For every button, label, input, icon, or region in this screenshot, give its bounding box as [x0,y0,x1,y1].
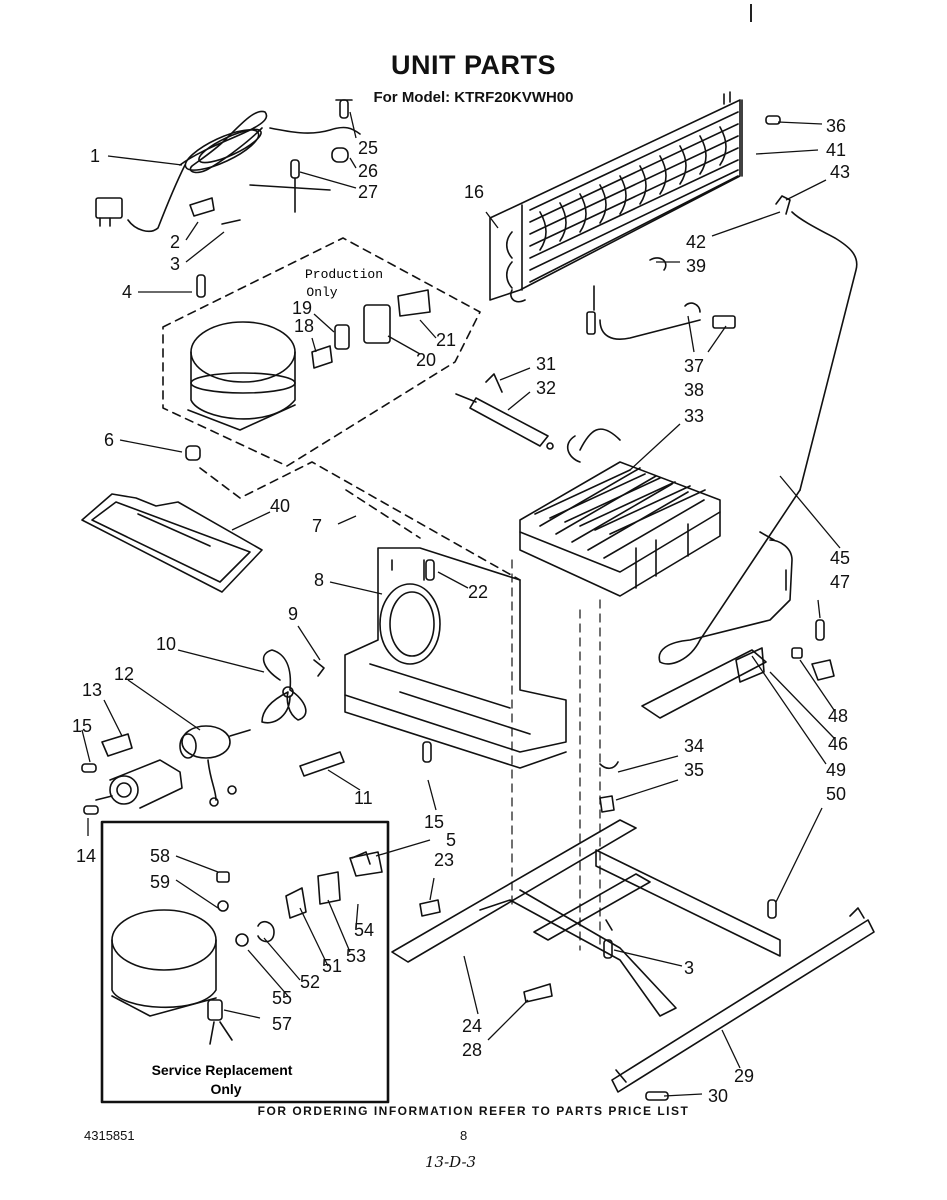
dashed-guide-1 [199,461,521,581]
service-replacement-label-2: Only [210,1081,241,1097]
fan-shroud-drawing [344,547,567,769]
production-only-label-1: Production [305,267,383,282]
part-label-2: 2 [170,232,180,252]
part-label-19: 19 [292,298,312,318]
part-label-9: 9 [288,604,298,624]
service-compressor-drawing [111,851,371,1045]
capillary-tube-drawing [658,489,801,665]
part-label-10: 10 [156,634,176,654]
part-label-27: 27 [358,182,378,202]
part-label-54: 54 [354,920,374,940]
part-label-30: 30 [708,1086,728,1106]
part-label-57: 57 [272,1014,292,1034]
base-frame-drawing [349,761,875,1101]
part-label-36: 36 [826,116,846,136]
condenser-coil-drawing [489,91,858,491]
part-label-49: 49 [826,760,846,780]
part-label-12: 12 [114,664,134,684]
part-label-7: 7 [312,516,322,536]
compressor-drawing [185,274,296,461]
model-subtitle: For Model: KTRF20KVWH00 [373,89,574,106]
part-label-50: 50 [826,784,846,804]
part-number-labels: 1 2 3 4 5 6 7 8 9 10 11 12 13 14 15 15 1… [72,116,850,1106]
part-label-47: 47 [830,572,850,592]
part-label-40: 40 [270,496,290,516]
leader-lines [81,111,841,1097]
part-label-34: 34 [684,736,704,756]
part-label-31: 31 [536,354,556,374]
part-label-39: 39 [686,256,706,276]
part-label-11: 11 [354,788,373,808]
fan-blade-drawing [261,649,307,724]
part-label-8: 8 [314,570,324,590]
part-label-52: 52 [300,972,320,992]
service-replacement-box [100,820,390,1104]
part-label-32: 32 [536,378,556,398]
defrost-parts-drawing [641,619,835,719]
drain-pan-drawing [81,493,263,593]
part-label-37: 37 [684,356,704,376]
part-label-16: 16 [464,182,484,202]
part-label-55: 55 [272,988,292,1008]
part-label-15a: 15 [72,716,92,736]
part-label-33: 33 [684,406,704,426]
part-label-20: 20 [416,350,436,370]
service-replacement-label-1: Service Replacement [152,1062,293,1078]
part-label-28: 28 [462,1040,482,1060]
evaporator-drawing [519,428,721,597]
part-label-26: 26 [358,161,378,181]
part-label-1: 1 [90,146,100,166]
ordering-note: FOR ORDERING INFORMATION REFER TO PARTS … [257,1104,690,1118]
dashed-guides-vertical [511,559,601,951]
relay-overload-drawing [311,289,431,369]
part-label-51: 51 [322,956,342,976]
fan-motor-drawing [179,725,251,807]
power-cord-drawing [95,110,361,232]
part-9-clip [313,659,325,677]
part-label-46: 46 [828,734,848,754]
part-label-48: 48 [828,706,848,726]
part-15-screw [422,741,432,763]
part-label-35: 35 [684,760,704,780]
part-label-42: 42 [686,232,706,252]
part-label-6: 6 [104,430,114,450]
part-label-4: 4 [122,282,132,302]
dashed-guide-2 [345,489,421,539]
part-label-58: 58 [150,846,170,866]
part-label-38: 38 [684,380,704,400]
drier-drawing [455,373,554,450]
part-label-24: 24 [462,1016,482,1036]
part-label-13: 13 [82,680,102,700]
part-label-25: 25 [358,138,378,158]
top-margin-mark [750,4,752,22]
part-label-43: 43 [830,162,850,182]
part-label-15b: 15 [424,812,444,832]
document-number: 4315851 [84,1128,135,1143]
part-label-41: 41 [826,140,846,160]
page-title: UNIT PARTS [391,50,556,80]
capillary-end [759,531,775,541]
part-label-23: 23 [434,850,454,870]
part-label-18: 18 [294,316,314,336]
motor-bracket-drawing [81,733,183,815]
page-number: 8 [460,1128,468,1143]
part-label-14: 14 [76,846,96,866]
part-label-22: 22 [468,582,488,602]
part-11-drawing [299,751,345,777]
part-label-45: 45 [830,548,850,568]
small-fasteners-top [249,99,353,213]
part-label-3b: 3 [684,958,694,978]
handwritten-note: 13-D-3 [425,1153,477,1171]
part-label-3: 3 [170,254,180,274]
part-label-59: 59 [150,872,170,892]
part-label-5: 5 [446,830,456,850]
part-label-53: 53 [346,946,366,966]
production-only-label-2: Only [306,285,337,300]
production-only-dashed-box [162,237,481,467]
part-label-29: 29 [734,1066,754,1086]
part-label-21: 21 [436,330,456,350]
